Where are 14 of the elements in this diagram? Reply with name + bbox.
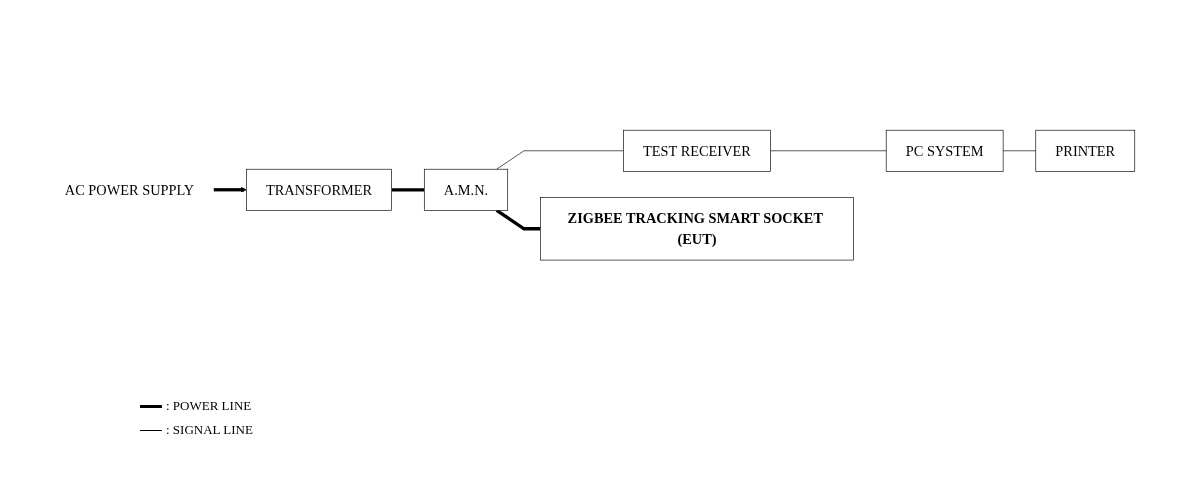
connector	[769, 150, 886, 151]
node-box: PRINTER	[1034, 129, 1135, 172]
legend-text: : POWER LINE	[166, 398, 252, 414]
legend-text: : SIGNAL LINE	[166, 422, 253, 438]
node-box: TEST RECEIVER	[622, 129, 771, 172]
connector	[495, 150, 624, 170]
node-box: A.M.N.	[423, 168, 508, 211]
node-text: AC POWER SUPPLY	[64, 181, 194, 198]
arrow	[213, 186, 247, 193]
node-box: TRANSFORMER	[245, 168, 392, 211]
connector	[1002, 150, 1036, 151]
node-box: ZIGBEE TRACKING SMART SOCKET (EUT)	[539, 196, 854, 261]
connector	[391, 188, 424, 192]
node-box: PC SYSTEM	[885, 129, 1003, 172]
